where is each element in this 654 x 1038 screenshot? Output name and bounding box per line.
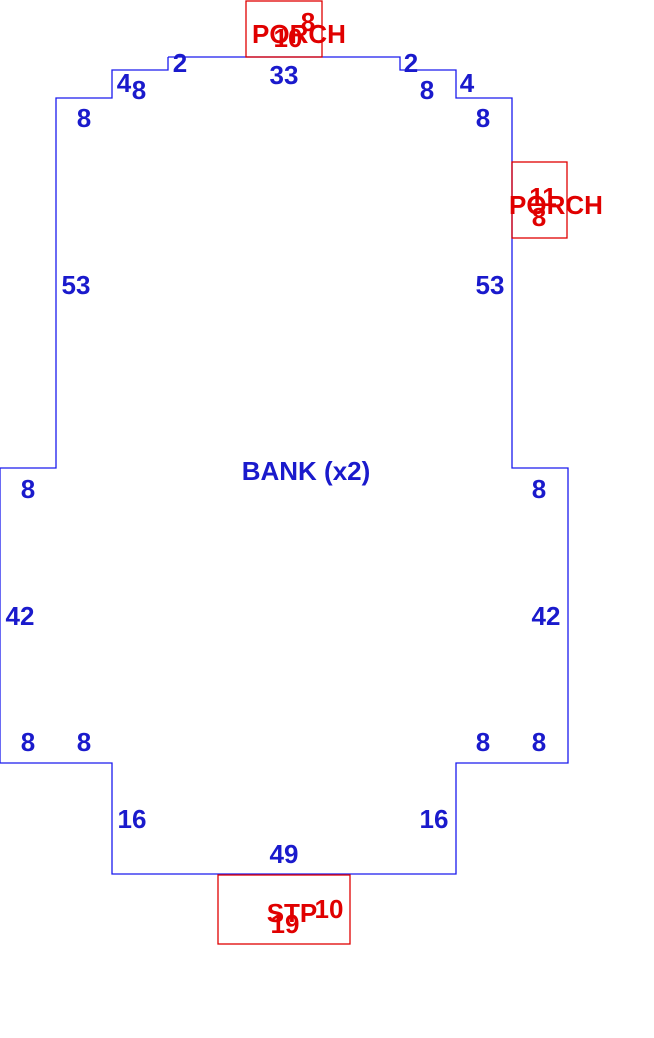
top-porch-dim-a: 10 xyxy=(274,23,303,53)
dim-right-wide: 42 xyxy=(532,601,561,631)
dim-right-low-step-a: 8 xyxy=(476,727,490,757)
top-porch-label: PORCH xyxy=(252,19,346,49)
top-porch-dim-b: 8 xyxy=(301,7,315,37)
dim-top-left-notch-b: 8 xyxy=(77,103,91,133)
side-porch-dim-b: 8 xyxy=(532,202,546,232)
dim-top: 33 xyxy=(270,60,299,90)
side-porch-box xyxy=(511,161,568,239)
dim-top-right-step-h: 2 xyxy=(404,48,418,78)
plan-title: BANK (x2) xyxy=(242,456,371,486)
dim-top-left-step-h: 2 xyxy=(173,48,187,78)
dim-left-low-step-a: 8 xyxy=(21,727,35,757)
dim-left-mid-step-top: 8 xyxy=(21,474,35,504)
dim-right-mid-step-top: 8 xyxy=(532,474,546,504)
dim-left-wide: 42 xyxy=(6,601,35,631)
stoop-dim-b: 19 xyxy=(271,909,300,939)
side-porch-dim-a: 11 xyxy=(529,182,557,212)
dim-top-right-notch-a: 8 xyxy=(420,75,434,105)
dim-left-low-step-b: 8 xyxy=(77,727,91,757)
side-porch-label: PORCH xyxy=(509,190,603,220)
dim-right-low-step-b: 8 xyxy=(532,727,546,757)
dim-top-right-notch-b: 8 xyxy=(476,103,490,133)
dim-left-bottom: 16 xyxy=(118,804,147,834)
building-outline xyxy=(0,56,569,875)
stoop-label: STP xyxy=(267,898,318,928)
dim-top-left-notch-a: 8 xyxy=(132,75,146,105)
stoop-dim-a: 10 xyxy=(315,894,344,924)
dim-right-bottom: 16 xyxy=(420,804,449,834)
dim-top-left-step-v: 4 xyxy=(117,68,132,98)
dim-right-upper: 53 xyxy=(476,270,505,300)
dim-top-right-step-v: 4 xyxy=(460,68,475,98)
stoop-box xyxy=(217,874,351,945)
dim-left-upper: 53 xyxy=(62,270,91,300)
top-porch-box xyxy=(245,0,323,58)
dim-bottom: 49 xyxy=(270,839,299,869)
